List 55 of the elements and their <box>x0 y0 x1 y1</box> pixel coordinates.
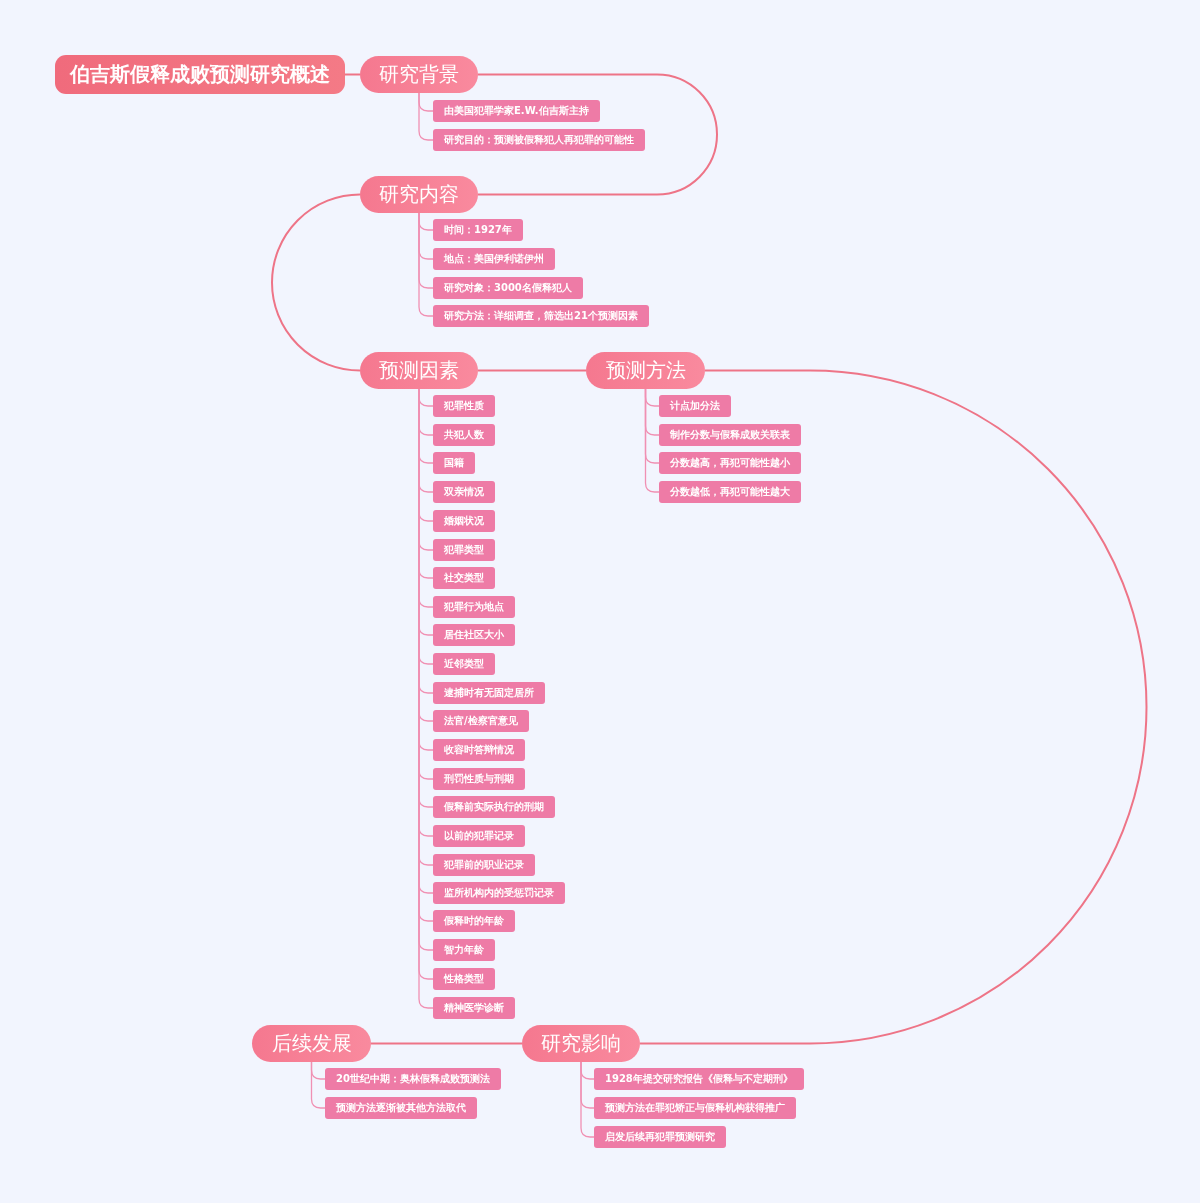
branch-line <box>418 212 434 317</box>
subtopic-tag: 假释前实际执行的刑期 <box>433 796 555 818</box>
subtopic-tag: 法官/检察官意见 <box>433 710 529 732</box>
subtopic-tag: 监所机构内的受惩罚记录 <box>433 882 565 904</box>
subtopic-tag: 以前的犯罪记录 <box>433 825 525 847</box>
subtopic-tag: 制作分数与假释成败关联表 <box>659 424 801 446</box>
subtopic-tag: 双亲情况 <box>433 481 495 503</box>
subtopic-tag: 社交类型 <box>433 567 495 589</box>
topic-pill: 研究内容 <box>360 176 478 213</box>
topic-pill: 后续发展 <box>252 1025 371 1062</box>
connector-line <box>639 369 1147 1045</box>
subtopic-tag: 婚姻状况 <box>433 510 495 532</box>
subtopic-tag: 精神医学诊断 <box>433 997 515 1019</box>
subtopic-tag: 预测方法逐渐被其他方法取代 <box>325 1097 477 1119</box>
branch-line <box>580 1061 595 1138</box>
subtopic-tag: 计点加分法 <box>659 395 731 417</box>
branch-line <box>644 388 660 493</box>
connector-line <box>344 73 361 76</box>
central-topic: 伯吉斯假释成败预测研究概述 <box>55 55 345 94</box>
subtopic-tag: 犯罪性质 <box>433 395 495 417</box>
subtopic-tag: 研究对象：3000名假释犯人 <box>433 277 583 299</box>
subtopic-tag: 启发后续再犯罪预测研究 <box>594 1126 726 1148</box>
subtopic-tag: 时间：1927年 <box>433 219 523 241</box>
subtopic-tag: 研究方法：详细调查，筛选出21个预测因素 <box>433 305 649 327</box>
subtopic-tag: 犯罪行为地点 <box>433 596 515 618</box>
subtopic-tag: 1928年提交研究报告《假释与不定期刑》 <box>594 1068 804 1090</box>
subtopic-tag: 国籍 <box>433 452 475 474</box>
subtopic-tag: 研究目的：预测被假释犯人再犯罪的可能性 <box>433 129 645 151</box>
connector-line <box>477 73 718 196</box>
subtopic-tag: 犯罪类型 <box>433 539 495 561</box>
subtopic-tag: 刑罚性质与刑期 <box>433 768 525 790</box>
subtopic-tag: 犯罪前的职业记录 <box>433 854 535 876</box>
subtopic-tag: 分数越高，再犯可能性越小 <box>659 452 801 474</box>
subtopic-tag: 预测方法在罪犯矫正与假释机构获得推广 <box>594 1097 796 1119</box>
subtopic-tag: 20世纪中期：奥林假释成败预测法 <box>325 1068 501 1090</box>
subtopic-tag: 居住社区大小 <box>433 624 515 646</box>
topic-pill: 预测方法 <box>586 352 705 389</box>
subtopic-tag: 地点：美国伊利诺伊州 <box>433 248 555 270</box>
subtopic-tag: 分数越低，再犯可能性越大 <box>659 481 801 503</box>
subtopic-tag: 共犯人数 <box>433 424 495 446</box>
branch-line <box>418 92 434 141</box>
connector-line <box>477 369 587 372</box>
branch-line <box>310 1061 326 1109</box>
subtopic-tag: 由美国犯罪学家E.W.伯吉斯主持 <box>433 100 600 122</box>
connector-line <box>370 1042 523 1045</box>
subtopic-tag: 逮捕时有无固定居所 <box>433 682 545 704</box>
topic-pill: 研究背景 <box>360 56 478 93</box>
topic-pill: 预测因素 <box>360 352 478 389</box>
connector-line <box>271 193 361 372</box>
subtopic-tag: 性格类型 <box>433 968 495 990</box>
subtopic-tag: 近邻类型 <box>433 653 495 675</box>
subtopic-tag: 智力年龄 <box>433 939 495 961</box>
subtopic-tag: 假释时的年龄 <box>433 910 515 932</box>
subtopic-tag: 收容时答辩情况 <box>433 739 525 761</box>
topic-pill: 研究影响 <box>522 1025 640 1062</box>
